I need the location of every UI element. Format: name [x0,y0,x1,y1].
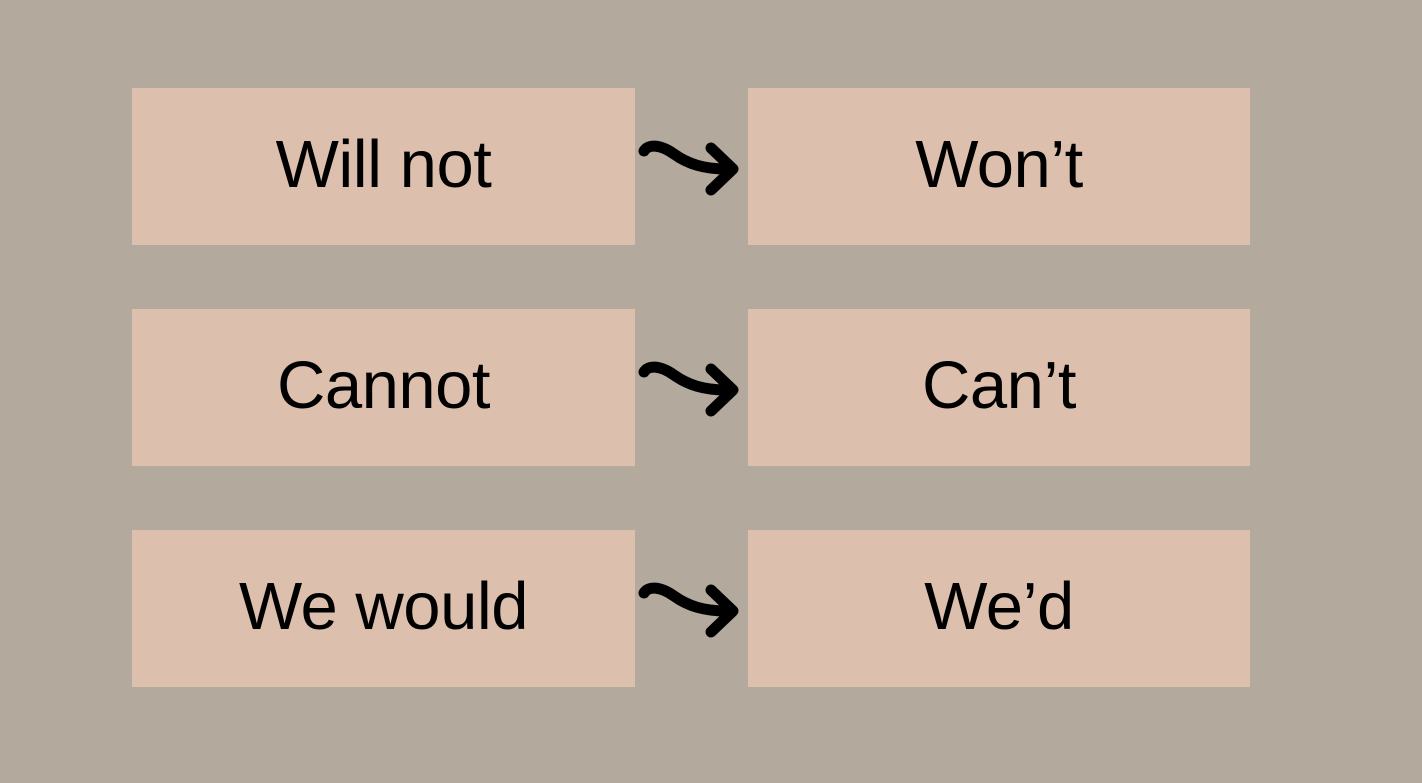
source-phrase-label: We would [239,569,528,644]
source-phrase-label: Cannot [276,348,491,423]
target-phrase-label: Won’t [915,127,1083,202]
mapping-row: Cannot Can’t [0,309,1422,466]
source-phrase-box[interactable]: Cannot [132,309,635,466]
curved-right-arrow-icon [638,572,742,644]
source-phrase-label: Will not [275,127,492,202]
target-phrase-label: Can’t [922,348,1076,423]
target-phrase-box[interactable]: Can’t [748,309,1250,466]
curved-right-arrow-icon [638,130,742,202]
mapping-row: Will not Won’t [0,88,1422,245]
target-phrase-label: We’d [924,569,1074,644]
source-phrase-box[interactable]: Will not [132,88,635,245]
mapping-row: We would We’d [0,530,1422,687]
target-phrase-box[interactable]: We’d [748,530,1250,687]
target-phrase-box[interactable]: Won’t [748,88,1250,245]
source-phrase-box[interactable]: We would [132,530,635,687]
curved-right-arrow-icon [638,351,742,423]
